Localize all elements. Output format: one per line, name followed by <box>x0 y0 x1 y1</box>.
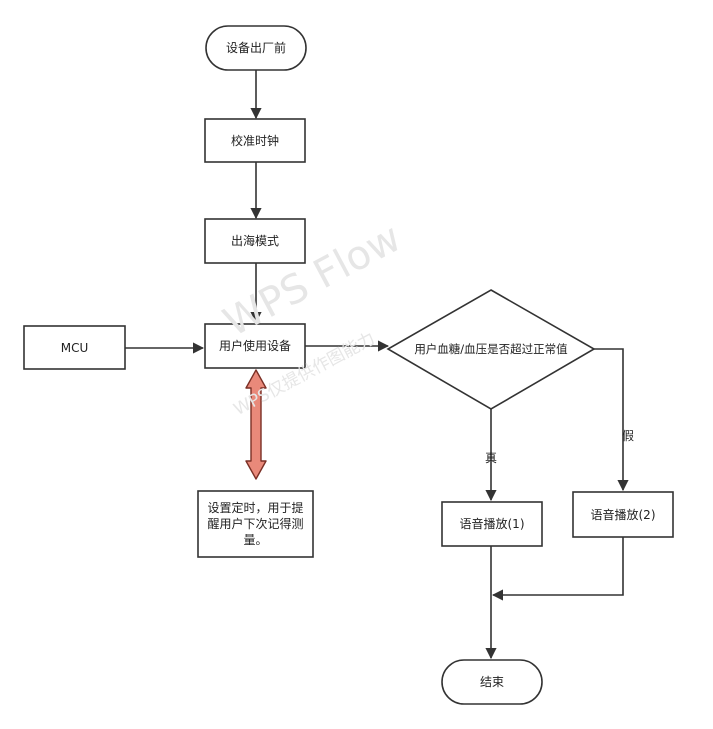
edge-voice2-merge <box>491 537 624 601</box>
factory-mode-label: 出海模式 <box>230 234 279 248</box>
end-node <box>441 659 543 705</box>
factory-mode-node <box>204 218 306 264</box>
note-node <box>197 490 314 558</box>
false-edge-label: 假 <box>622 429 635 443</box>
voice2-node <box>572 491 674 538</box>
end-label: 结束 <box>479 675 504 689</box>
decision-node <box>386 289 596 410</box>
voice2-label: 语音播放(2) <box>590 507 656 522</box>
double-arrow <box>245 369 267 480</box>
mcu-node <box>23 325 126 370</box>
edge-decision-false <box>594 348 629 492</box>
start-node <box>205 25 307 71</box>
use-device-node <box>204 323 306 369</box>
start-label: 设备出厂前 <box>225 41 286 55</box>
voice1-node <box>441 501 543 547</box>
mcu-label: MCU <box>60 340 89 355</box>
calibrate-label: 校准时钟 <box>230 133 279 148</box>
use-device-label: 用户使用设备 <box>218 339 291 353</box>
calibrate-node <box>204 118 306 163</box>
true-edge-label: 真 <box>485 451 498 465</box>
note-label: 设置定时，用于提醒用户下次记得测量。 <box>207 501 304 547</box>
voice1-label: 语音播放(1) <box>459 517 525 531</box>
decision-label: 用户血糖/血压是否超过正常值 <box>414 342 568 356</box>
